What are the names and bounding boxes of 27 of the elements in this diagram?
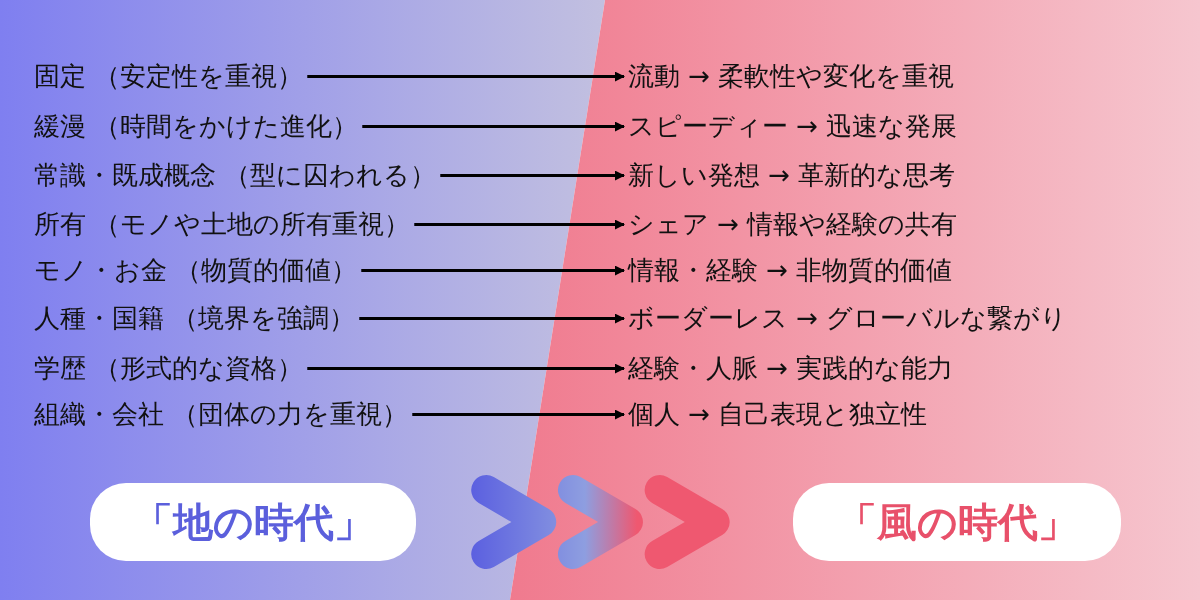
comparison-text: 新しい発想 → 革新的な思考 — [628, 160, 956, 192]
comparison-text: 情報・経験 → 非物質的価値 — [628, 255, 953, 287]
comparison-text: ボーダーレス → グローバルな繋がり — [628, 303, 1068, 335]
arrow — [307, 71, 625, 82]
comparison-text: 緩漫 （時間をかけた進化） — [34, 111, 359, 143]
chevron-arrow — [471, 475, 730, 569]
arrow — [362, 121, 625, 132]
comparison-text: 人種・国籍 （境界を強調） — [34, 303, 356, 335]
arrow — [307, 363, 625, 374]
era-label: 「地の時代」 — [90, 483, 416, 561]
arrow — [440, 170, 625, 181]
comparison-text: 経験・人脈 → 実践的な能力 — [628, 353, 954, 385]
comparison-text: モノ・お金 （物質的価値） — [34, 255, 358, 287]
comparison-text: 学歴 （形式的な資格） — [34, 353, 304, 385]
comparison-text: スピーディー → 迅速な発展 — [628, 111, 958, 143]
comparison-text: 流動 → 柔軟性や変化を重視 — [628, 61, 955, 93]
comparison-text: 組織・会社 （団体の力を重視） — [34, 399, 409, 431]
era-label: 「風の時代」 — [793, 483, 1121, 561]
arrow — [414, 219, 625, 230]
arrow — [361, 265, 625, 276]
arrow — [412, 409, 625, 420]
comparison-text: 個人 → 自己表現と独立性 — [628, 399, 928, 431]
comparison-text: 固定 （安定性を重視） — [34, 61, 304, 93]
comparison-text: 常識・既成概念 （型に囚われる） — [34, 160, 437, 192]
arrow — [359, 313, 625, 324]
comparison-text: シェア → 情報や経験の共有 — [628, 209, 958, 241]
comparison-text: 所有 （モノや土地の所有重視） — [34, 209, 411, 241]
